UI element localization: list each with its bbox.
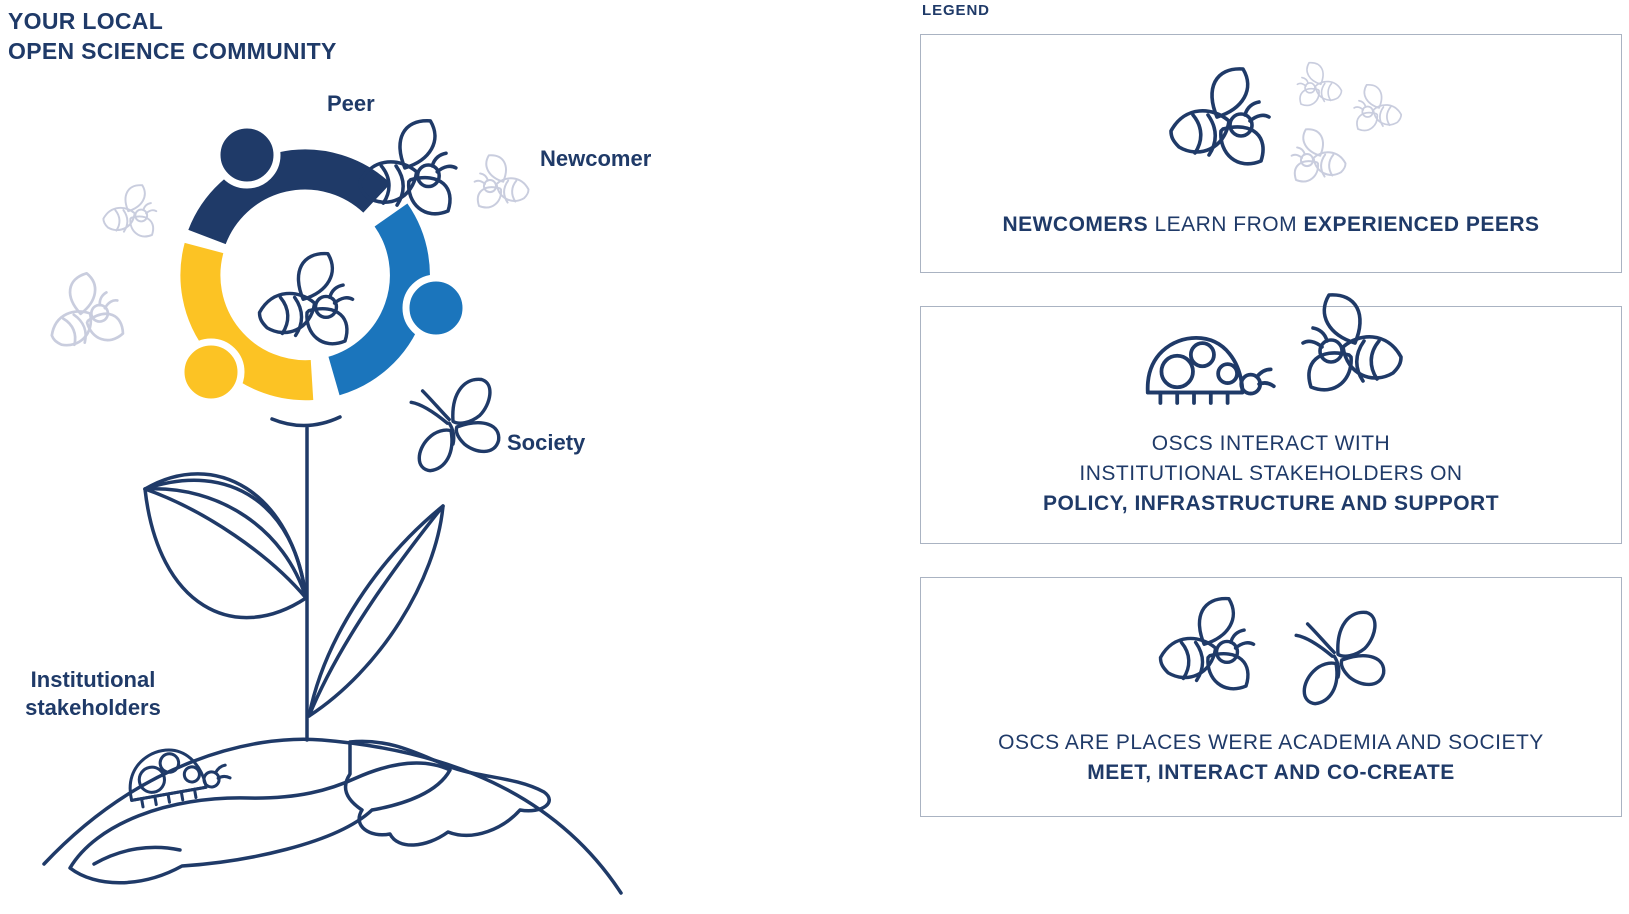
legend-item-academia-society: OSCS ARE PLACES WERE ACADEMIA AND SOCIET…	[920, 577, 1622, 817]
continent-west-detail	[92, 845, 182, 866]
butterfly-icon	[409, 377, 501, 473]
continent-east	[343, 739, 551, 847]
bee-icon-newcomer-left-large	[34, 265, 131, 360]
bee-icon-newcomer-left-small	[102, 184, 158, 238]
label-society: Society	[507, 430, 586, 455]
left-leaf-vein	[143, 478, 308, 600]
label-peer: Peer	[327, 91, 375, 116]
legend-item-1-bold-end: EXPERIENCED PEERS	[1303, 213, 1540, 236]
label-institutional-line1: Institutional	[30, 667, 156, 692]
right-leaf-vein	[307, 504, 445, 718]
bee-icon-center	[257, 251, 355, 346]
page-title-line2: OPEN SCIENCE COMMUNITY	[8, 38, 337, 64]
legend-item-2-text: OSCS INTERACT WITH INSTITUTIONAL STAKEHO…	[1043, 429, 1499, 519]
bee-icon-academia	[1158, 596, 1256, 691]
ladybug-icon-legend	[1145, 336, 1276, 405]
bee-icon-newcomer-small-2	[1353, 83, 1403, 131]
ring-head-navy	[213, 121, 281, 189]
label-institutional-stakeholders: Institutional stakeholders	[6, 666, 180, 722]
legend-item-2-line2: INSTITUTIONAL STAKEHOLDERS ON	[1079, 462, 1463, 485]
left-leaf-vein	[143, 487, 308, 600]
legend-item-2-line1: OSCS INTERACT WITH	[1151, 432, 1391, 455]
page-title-line1: YOUR LOCAL	[8, 8, 164, 34]
bee-icon-experienced-peer	[1169, 66, 1271, 166]
left-leaf	[143, 472, 308, 620]
legend-item-3-line2: MEET, INTERACT AND CO-CREATE	[1087, 761, 1455, 784]
butterfly-icon-society	[1294, 610, 1386, 706]
bee-icon-peer	[358, 118, 458, 216]
right-leaf	[307, 504, 445, 718]
globe	[42, 737, 623, 895]
legend-heading: LEGEND	[922, 2, 990, 19]
left-leaf-vein	[143, 487, 308, 600]
bee-icon-osc	[1301, 293, 1403, 392]
legend-item-3-text: OSCS ARE PLACES WERE ACADEMIA AND SOCIET…	[998, 728, 1544, 788]
legend-item-1-text: NEWCOMERS LEARN FROM EXPERIENCED PEERS	[1002, 210, 1539, 240]
globe-arc	[42, 737, 623, 895]
open-science-community-ring	[177, 121, 470, 406]
legend-item-1-icons	[1101, 35, 1441, 210]
legend-item-institutional-stakeholders: OSCS INTERACT WITH INSTITUTIONAL STAKEHO…	[920, 293, 1622, 544]
legend-item-2-icons	[1111, 279, 1431, 429]
legend-item-1-bold-start: NEWCOMERS	[1002, 213, 1149, 236]
community-illustration	[34, 118, 623, 895]
legend-item-1-middle: LEARN FROM	[1148, 213, 1304, 236]
legend-item-1-icon-canvas	[1169, 61, 1403, 182]
legend-item-newcomers-peers: NEWCOMERS LEARN FROM EXPERIENCED PEERS	[920, 34, 1622, 273]
legend-item-3-line1: OSCS ARE PLACES WERE ACADEMIA AND SOCIET…	[998, 731, 1544, 754]
page-title: YOUR LOCAL OPEN SCIENCE COMMUNITY	[8, 6, 337, 66]
ring-arc-navy	[188, 149, 391, 245]
bee-icon-newcomer-small-1	[1296, 61, 1343, 106]
flower-calyx-arc	[270, 415, 342, 428]
bee-icon-newcomer-small-3	[1290, 127, 1347, 182]
ring-head-blue	[402, 274, 470, 342]
label-institutional-line2: stakeholders	[25, 695, 161, 720]
bee-icon-newcomer	[473, 154, 530, 209]
legend-item-3-icon-canvas	[1158, 596, 1386, 706]
legend-item-2-line3: POLICY, INFRASTRUCTURE AND SUPPORT	[1042, 492, 1500, 515]
legend-item-3-icons	[1121, 578, 1421, 728]
ring-arc-blue	[327, 203, 430, 396]
ring-head-yellow	[177, 338, 245, 406]
label-newcomer: Newcomer	[540, 146, 652, 171]
flower-stem-and-leaves	[143, 415, 445, 742]
continent-west	[68, 761, 452, 885]
legend-item-2-icon-canvas	[1145, 293, 1403, 405]
